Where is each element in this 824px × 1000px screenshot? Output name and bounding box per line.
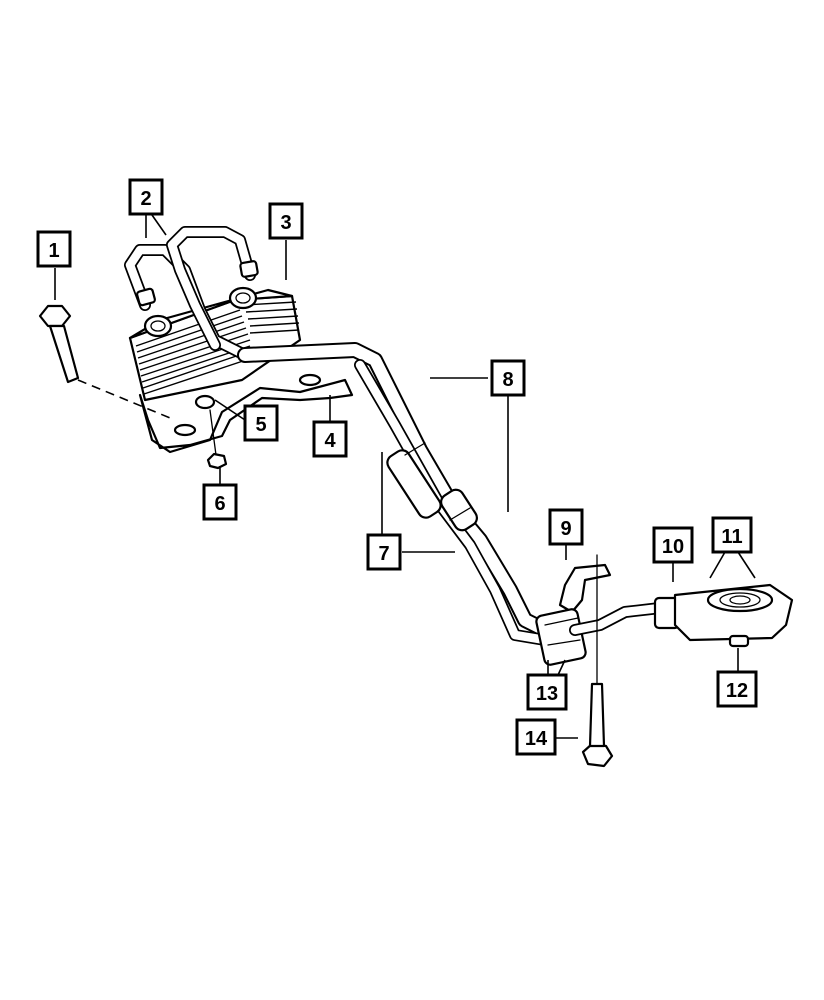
callout-2: 2	[128, 178, 164, 216]
svg-text:11: 11	[721, 526, 742, 548]
bolt-6	[206, 409, 228, 470]
cooler-adapter	[569, 583, 794, 648]
svg-text:14: 14	[525, 728, 548, 750]
callout-14: 14	[515, 718, 557, 756]
hose-bracket	[535, 563, 612, 666]
svg-text:12: 12	[726, 680, 748, 702]
callout-4: 4	[312, 420, 348, 458]
bolt-5	[194, 394, 216, 410]
cooler-tubes	[124, 226, 259, 361]
callout-3: 3	[268, 202, 304, 240]
callout-9: 9	[548, 508, 584, 546]
svg-text:4: 4	[324, 430, 336, 452]
svg-text:2: 2	[140, 188, 151, 210]
svg-text:9: 9	[560, 518, 571, 540]
callout-11: 11	[711, 516, 753, 554]
callout-12: 12	[716, 670, 758, 708]
svg-text:10: 10	[662, 536, 684, 558]
svg-text:8: 8	[502, 369, 513, 391]
callout-5: 5	[243, 404, 279, 442]
oil-cooler	[128, 286, 354, 454]
callout-7: 7	[366, 533, 402, 571]
svg-text:6: 6	[214, 493, 225, 515]
leader-lines	[54, 214, 756, 739]
cooler-hoses	[237, 342, 553, 646]
callout-6: 6	[202, 483, 238, 521]
svg-text:13: 13	[536, 683, 558, 705]
callout-8: 8	[490, 359, 526, 397]
svg-text:3: 3	[280, 212, 291, 234]
callout-1: 1	[36, 230, 72, 268]
bolt-1	[38, 304, 176, 421]
svg-text:7: 7	[378, 543, 389, 565]
svg-text:5: 5	[255, 414, 266, 436]
bolt-14	[581, 554, 614, 768]
svg-text:1: 1	[48, 240, 59, 262]
callout-10: 10	[652, 526, 694, 564]
callout-13: 13	[526, 673, 568, 711]
